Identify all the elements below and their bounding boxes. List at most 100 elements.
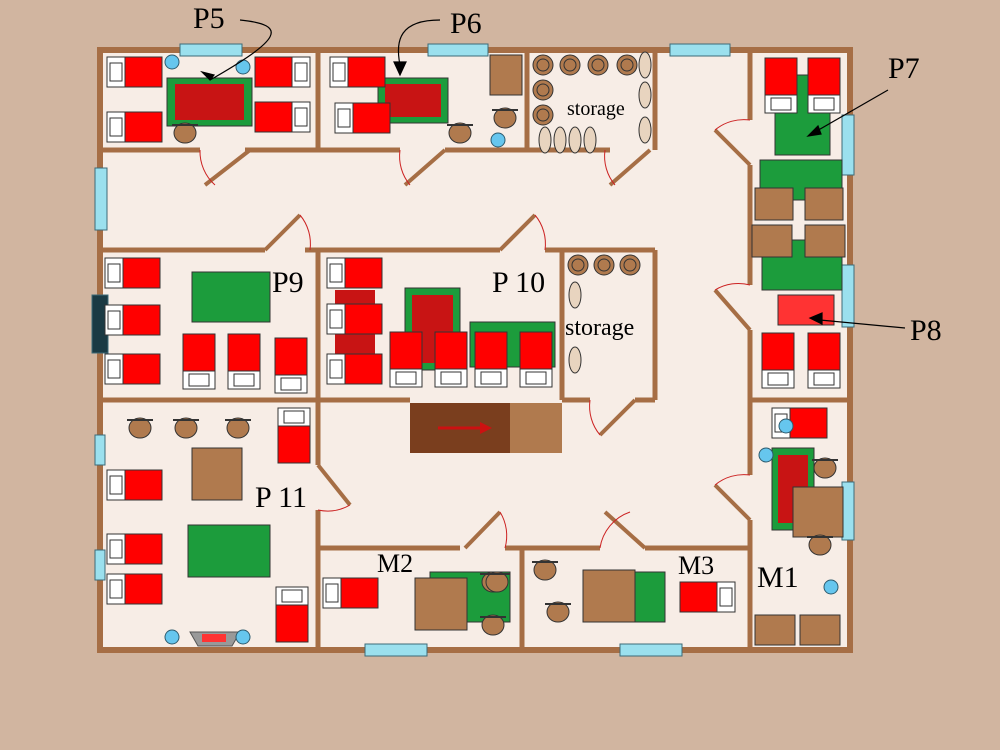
sack-icon — [638, 116, 652, 144]
door-icon — [713, 288, 752, 332]
table-icon — [489, 54, 523, 96]
sack-icon — [568, 126, 582, 154]
table-icon — [414, 577, 468, 631]
bed-icon — [104, 257, 161, 289]
lamp-icon — [758, 447, 774, 463]
chair-icon — [480, 614, 506, 636]
table-icon — [582, 569, 636, 623]
room-p9 — [191, 271, 271, 323]
bed-icon — [326, 303, 383, 335]
beds — [104, 56, 841, 643]
bed-icon — [334, 102, 391, 134]
table-icon — [754, 614, 796, 646]
label-storage-top: storage — [567, 98, 625, 120]
bed-icon — [807, 332, 841, 389]
window-icon — [841, 114, 855, 176]
door-icon — [598, 398, 637, 437]
sack-icon — [568, 346, 582, 374]
window-icon — [364, 643, 428, 657]
door-swing-arc — [317, 504, 351, 512]
chairs — [127, 107, 838, 636]
windows — [91, 43, 855, 657]
bed-icon — [106, 111, 163, 143]
room-m3 — [582, 569, 666, 623]
sack-icon — [638, 51, 652, 79]
barrel-icon — [593, 254, 615, 276]
door-swing-arc — [714, 474, 751, 486]
room-p6 — [377, 54, 523, 124]
bed-icon — [329, 56, 386, 88]
chair-icon — [492, 107, 518, 129]
door-icon — [316, 463, 352, 507]
label-p9: P9 — [272, 266, 304, 299]
table-icon — [754, 187, 794, 221]
barrel-icon — [532, 54, 554, 76]
door-swing-arc — [589, 399, 601, 436]
bed-icon — [326, 257, 383, 289]
pointer-p6 — [397, 19, 441, 66]
arrow-icon — [438, 422, 492, 434]
label-p10: P 10 — [492, 266, 545, 299]
sack-icon — [568, 281, 582, 309]
label-m3: M3 — [678, 551, 714, 580]
bed-icon — [104, 353, 161, 385]
bed-icon — [104, 304, 161, 336]
bed-icon — [227, 333, 261, 390]
sack-icon — [538, 126, 552, 154]
window-icon — [841, 264, 855, 328]
chair-icon — [532, 559, 558, 581]
chair-icon — [545, 601, 571, 623]
lamp-icon — [823, 579, 839, 595]
bed-icon — [274, 337, 308, 394]
door-swing-arc — [299, 214, 311, 251]
label-p11: P 11 — [255, 481, 307, 514]
lamp-icon — [235, 59, 251, 75]
door-icon — [203, 148, 252, 187]
sack-icon — [638, 81, 652, 109]
door-icon — [603, 510, 647, 550]
chair-icon — [173, 417, 199, 439]
bed-icon — [182, 333, 216, 390]
sack-icon — [583, 126, 597, 154]
door-icon — [263, 213, 302, 252]
barrel-icon — [532, 79, 554, 101]
window-icon — [94, 167, 108, 231]
pointer-p8 — [819, 319, 906, 329]
barrel-icon — [559, 54, 581, 76]
bed-icon — [106, 573, 163, 605]
bed-icon — [761, 332, 795, 389]
bed-icon — [106, 56, 163, 88]
bed-icon — [254, 101, 311, 133]
label-storage-mid: storage — [565, 315, 634, 341]
door-swing-arc — [714, 282, 751, 291]
label-p5: P5 — [193, 2, 225, 35]
table-icon — [751, 224, 793, 258]
door-icon — [608, 148, 652, 187]
chair-icon — [807, 534, 833, 556]
label-p6: P6 — [450, 7, 482, 40]
door-icon — [403, 148, 447, 187]
bed-icon — [326, 353, 383, 385]
lamp-icon — [490, 132, 506, 148]
window-icon — [669, 43, 731, 57]
bed-icon — [679, 581, 736, 613]
room-p5 — [166, 77, 253, 127]
table-icon — [792, 486, 844, 538]
bed-icon — [389, 331, 423, 388]
rug-icon — [191, 271, 271, 323]
bed-icon — [764, 57, 798, 114]
barrel-icon — [619, 254, 641, 276]
table-icon — [191, 447, 243, 501]
lamps — [164, 54, 839, 645]
window-icon — [841, 481, 855, 541]
table-icon — [804, 187, 844, 221]
lamp-icon — [778, 418, 794, 434]
door-swing-arc — [399, 149, 411, 186]
bed-icon — [106, 469, 163, 501]
door-icon — [713, 128, 752, 167]
interior-walls — [100, 50, 850, 650]
barrel-icon — [567, 254, 589, 276]
chair-icon — [447, 122, 473, 144]
window-icon — [94, 549, 106, 581]
table-icon — [804, 224, 846, 258]
